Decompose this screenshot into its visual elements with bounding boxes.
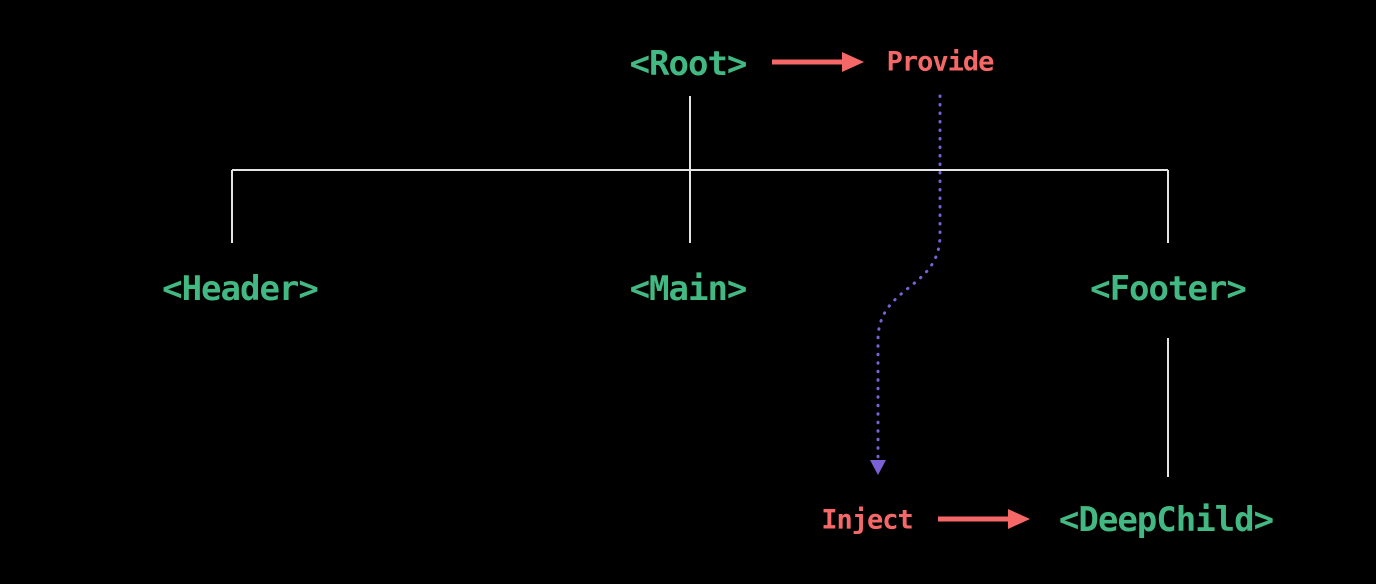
node-deepchild: <DeepChild> [1058, 500, 1274, 540]
inject-deepchild-arrowhead-icon [1008, 509, 1030, 529]
provide-inject-dotted-path [876, 94, 942, 460]
provide-inject-flow [870, 94, 942, 475]
node-main: <Main> [629, 269, 748, 309]
provide-inject-arrowhead-icon [870, 460, 886, 475]
node-root: <Root> [629, 44, 748, 84]
node-header: <Header> [162, 269, 319, 309]
inject-deepchild-arrow [938, 509, 1030, 529]
root-provide-arrowhead-icon [842, 52, 864, 72]
inject-annotation: Inject [821, 504, 914, 536]
node-footer: <Footer> [1090, 269, 1247, 309]
root-provide-arrow [772, 52, 864, 72]
provide-annotation: Provide [886, 46, 995, 78]
tree-lines [231, 96, 1169, 477]
